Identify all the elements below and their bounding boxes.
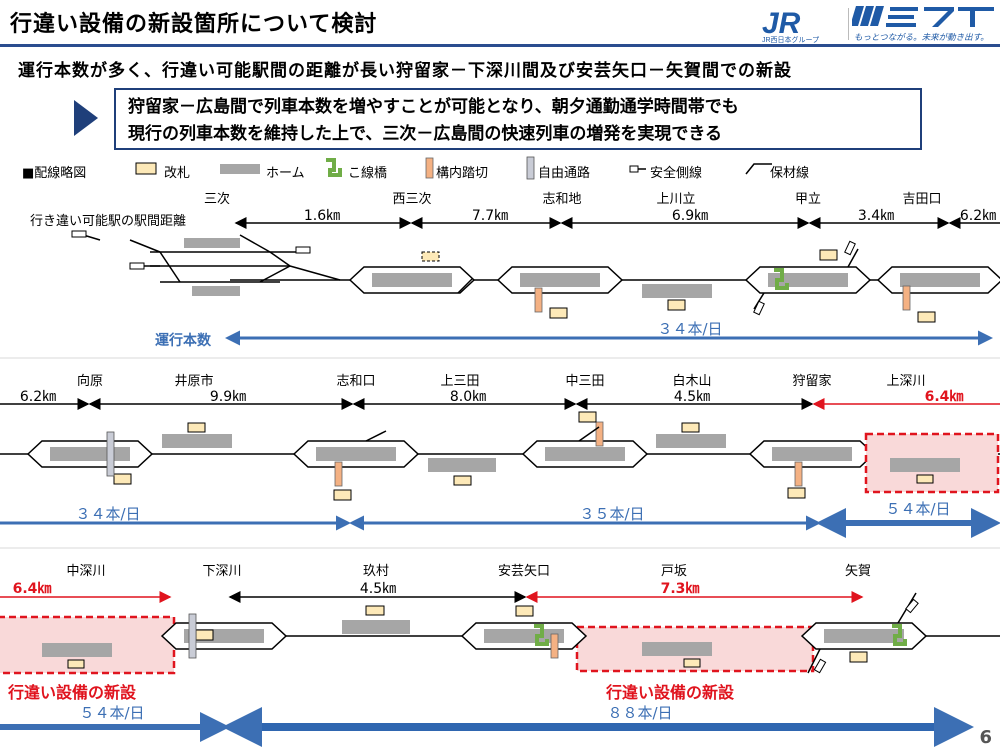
station-yoshidaguchi: 吉田口: [902, 192, 942, 207]
dist-mukaihara-shiwaguchi: 9.9㎞: [209, 389, 247, 405]
logo-divider: [848, 8, 849, 40]
dist-nakafukawa: 6.4㎞: [12, 581, 52, 597]
legend-gate: 改札: [164, 166, 191, 181]
legend-maintenance-track: 保材線: [770, 166, 810, 181]
legend-crossing-swatch: [425, 157, 434, 179]
loop-shiwachi: [496, 266, 624, 319]
dist-shiwaguchi-nakamita: 8.0㎞: [449, 389, 487, 405]
freq-row2-1: ３４本/日: [75, 505, 141, 523]
freq-row3-1: ５４本/日: [79, 704, 145, 722]
row3: [0, 591, 1000, 747]
freq-label: 運行本数: [152, 330, 214, 350]
freq-row3-2: ８８本/日: [607, 704, 673, 722]
legend-symbols: [135, 156, 772, 180]
freq-row2-2: ３５本/日: [579, 505, 645, 523]
miyoshi-yard: [79, 233, 341, 283]
legend-platform: ホーム: [266, 166, 305, 181]
platform-shiragiyama: [656, 434, 726, 448]
station-kamikawatachi: 上川立: [656, 192, 696, 207]
gate-shiragiyama: [681, 422, 700, 433]
gate-kamikawatachi: [667, 299, 686, 311]
loop-kotachi: [744, 248, 872, 310]
jr-logo: JR JR西日本グループ: [762, 7, 819, 44]
dist-miyoshi-nishimiyoshi: 1.6㎞: [303, 208, 341, 224]
loop-nishimiyoshi: [348, 251, 476, 294]
dist-akiyaguchi-yaga: 7.3㎞: [660, 581, 700, 597]
legend-gate-swatch: [135, 162, 157, 175]
callout-line-1: 狩留家－広島間で列車本数を増やすことが可能となり、朝夕通勤通学時間帯でも: [128, 97, 739, 117]
station-nakamita: 中三田: [565, 374, 605, 389]
legend-free-passage: 自由通路: [538, 166, 591, 181]
dist-nakamita-karuga: 4.5㎞: [673, 389, 711, 405]
dist-shimofukawa-akiyaguchi: 4.5㎞: [359, 581, 397, 597]
legend-platform-swatch: [220, 164, 260, 174]
station-yaga: 矢賀: [844, 564, 872, 579]
page-title: 行違い設備の新設箇所について検討: [10, 12, 378, 37]
station-nakafukawa: 中深川: [66, 564, 106, 579]
callout-box: 狩留家－広島間で列車本数を増やすことが可能となり、朝夕通勤通学時間帯でも 現行の…: [114, 88, 922, 150]
platform-kamikawatachi: [642, 284, 712, 298]
station-shiwachi: 志和地: [542, 192, 582, 207]
station-akiyaguchi: 安芸矢口: [497, 564, 551, 579]
miraito-tagline: もっとつながる。未来が動き出す。: [854, 32, 989, 43]
station-shimofukawa: 下深川: [202, 564, 242, 579]
legend: ■配線略図 改札 ホーム こ線橋 構内踏切 自由通路 安全側線 保材線: [22, 160, 982, 181]
dist-shiwachi-kotachi: 6.9㎞: [671, 208, 709, 224]
legend-passage-swatch: [526, 156, 535, 180]
row1: [71, 217, 1000, 346]
dist-nishimiyoshi-shiwachi: 7.7㎞: [471, 208, 509, 224]
dist-kotachi-yoshidaguchi: 3.4㎞: [857, 208, 895, 224]
dist-yoshidaguchi-next: 6.2㎞: [959, 208, 997, 224]
station-nishimiyoshi: 西三次: [392, 192, 432, 207]
page-number: 6: [979, 727, 992, 748]
new-facility-label-2: 行違い設備の新設: [606, 683, 735, 702]
jr-logo-text: JR西日本グループ: [762, 35, 819, 44]
platform-kamimita: [428, 458, 496, 472]
legend-maint-swatch: [745, 163, 772, 175]
freq-row2-3: ５４本/日: [885, 500, 951, 518]
legend-crossing: 構内踏切: [436, 166, 489, 181]
legend-title: ■配線略図: [22, 166, 87, 181]
diagram-label: 行き違い可能駅の駅間距離: [30, 214, 187, 229]
station-shiwaguchi: 志和口: [336, 374, 376, 389]
station-miyoshi: 三次: [203, 192, 231, 207]
gate-kamimita: [453, 475, 472, 486]
header-rule: [0, 44, 1000, 47]
station-mukaihara: 向原: [76, 374, 104, 389]
loop-shiwaguchi: [292, 430, 420, 501]
station-kumura: 玖村: [362, 564, 390, 579]
loop-yoshidaguchi: [876, 266, 1000, 323]
legend-overbridge-swatch: [326, 158, 342, 177]
station-kamifukawa: 上深川: [886, 374, 926, 389]
platform-ibaraichi: [162, 434, 232, 448]
station-karuga: 狩留家: [792, 374, 832, 389]
loop-karuga: [748, 440, 876, 499]
subheadline: 運行本数が多く、行違い可能駅間の距離が長い狩留家－下深川間及び安芸矢口－矢賀間で…: [18, 61, 792, 81]
loop-yaga: [800, 592, 928, 674]
legend-safety-siding: 安全側線: [650, 166, 703, 181]
new-facility-label-1: 行違い設備の新設: [8, 683, 137, 702]
station-ibaraichi: 井原市: [174, 374, 214, 389]
dist-karuga-next: 6.4㎞: [924, 389, 964, 405]
play-triangle-icon: [74, 100, 98, 136]
station-hesaka: 戸坂: [660, 564, 688, 579]
gate-ibaraichi: [187, 422, 206, 433]
station-kotachi: 甲立: [794, 192, 822, 207]
loop-shimofukawa: [160, 613, 288, 659]
legend-siding-swatch: [629, 165, 639, 173]
callout-line-2: 現行の列車本数を維持した上で、三次－広島間の快速列車の増発を実現できる: [128, 124, 722, 144]
loop-mukaihara: [26, 431, 154, 485]
freq-row1: ３４本/日: [657, 320, 723, 338]
dist-mukaihara-prev: 6.2㎞: [19, 389, 57, 405]
svg-text:JR: JR: [762, 7, 801, 40]
row2: [0, 398, 1000, 538]
loop-akiyaguchi: [460, 605, 588, 659]
station-shiragiyama: 白木山: [672, 374, 712, 389]
miraito-logo: もっとつながる。未来が動き出す。: [852, 6, 994, 43]
loop-nakamita: [521, 411, 649, 468]
legend-overbridge: こ線橋: [348, 166, 388, 181]
station-kamimita: 上三田: [440, 374, 480, 389]
